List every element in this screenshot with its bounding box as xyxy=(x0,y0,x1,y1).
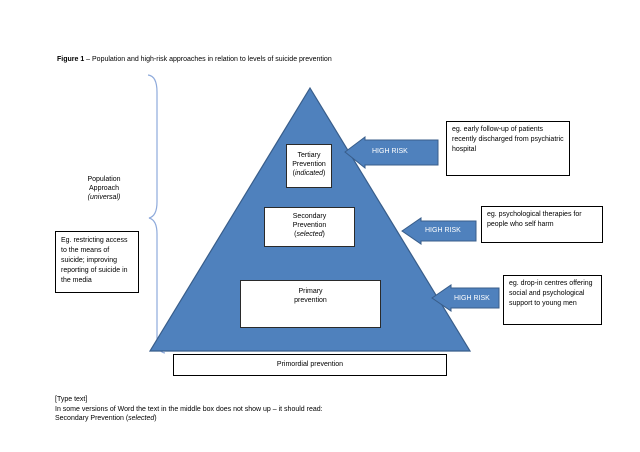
population-approach-line1: Population xyxy=(87,176,121,183)
footer-line1: [Type text] xyxy=(55,396,88,403)
high-risk-label-1: HIGH RISK xyxy=(372,148,408,155)
high-risk-note-2: eg. psychological therapies for people w… xyxy=(481,206,603,243)
figure-caption-text: – Population and high-risk approaches in… xyxy=(84,56,332,63)
tertiary-line2: Prevention xyxy=(292,161,326,168)
footer-text: [Type text] In some versions of Word the… xyxy=(55,395,323,424)
population-example-note: Eg. restricting access to the means of s… xyxy=(55,231,139,293)
primordial-prevention-box: Primordial prevention xyxy=(173,354,447,376)
tertiary-line3: (indicated) xyxy=(292,170,326,177)
secondary-prevention-box: Secondary Prevention (selected) xyxy=(264,207,355,247)
high-risk-label-2: HIGH RISK xyxy=(425,227,461,234)
high-risk-arrow-2 xyxy=(401,217,477,245)
secondary-line1: Secondary xyxy=(292,213,327,220)
high-risk-note-1: eg. early follow-up of patients recently… xyxy=(446,121,570,176)
primary-line1: Primary xyxy=(298,288,323,295)
population-approach-label: Population Approach (universal) xyxy=(72,175,136,202)
population-approach-line3: (universal) xyxy=(87,194,121,201)
footer-line3: Secondary Prevention (selected) xyxy=(55,415,157,423)
primary-line2: prevention xyxy=(294,297,327,304)
secondary-line2: Prevention xyxy=(292,222,327,229)
primary-prevention-box: Primary prevention xyxy=(240,280,381,328)
population-approach-line2: Approach xyxy=(89,185,119,192)
secondary-line3: (selected) xyxy=(294,231,325,238)
population-bracket xyxy=(147,74,166,354)
figure-caption: Figure 1 – Population and high-risk appr… xyxy=(57,56,332,63)
tertiary-line1: Tertiary xyxy=(297,152,321,159)
footer-line2: In some versions of Word the text in the… xyxy=(55,405,323,413)
figure-caption-prefix: Figure 1 xyxy=(57,56,85,63)
high-risk-arrow-3 xyxy=(431,284,500,312)
high-risk-arrow-1 xyxy=(344,136,439,170)
tertiary-prevention-box: Tertiary Prevention (indicated) xyxy=(286,144,332,188)
high-risk-note-3: eg. drop-in centres offering social and … xyxy=(503,275,602,325)
high-risk-label-3: HIGH RISK xyxy=(454,295,490,302)
